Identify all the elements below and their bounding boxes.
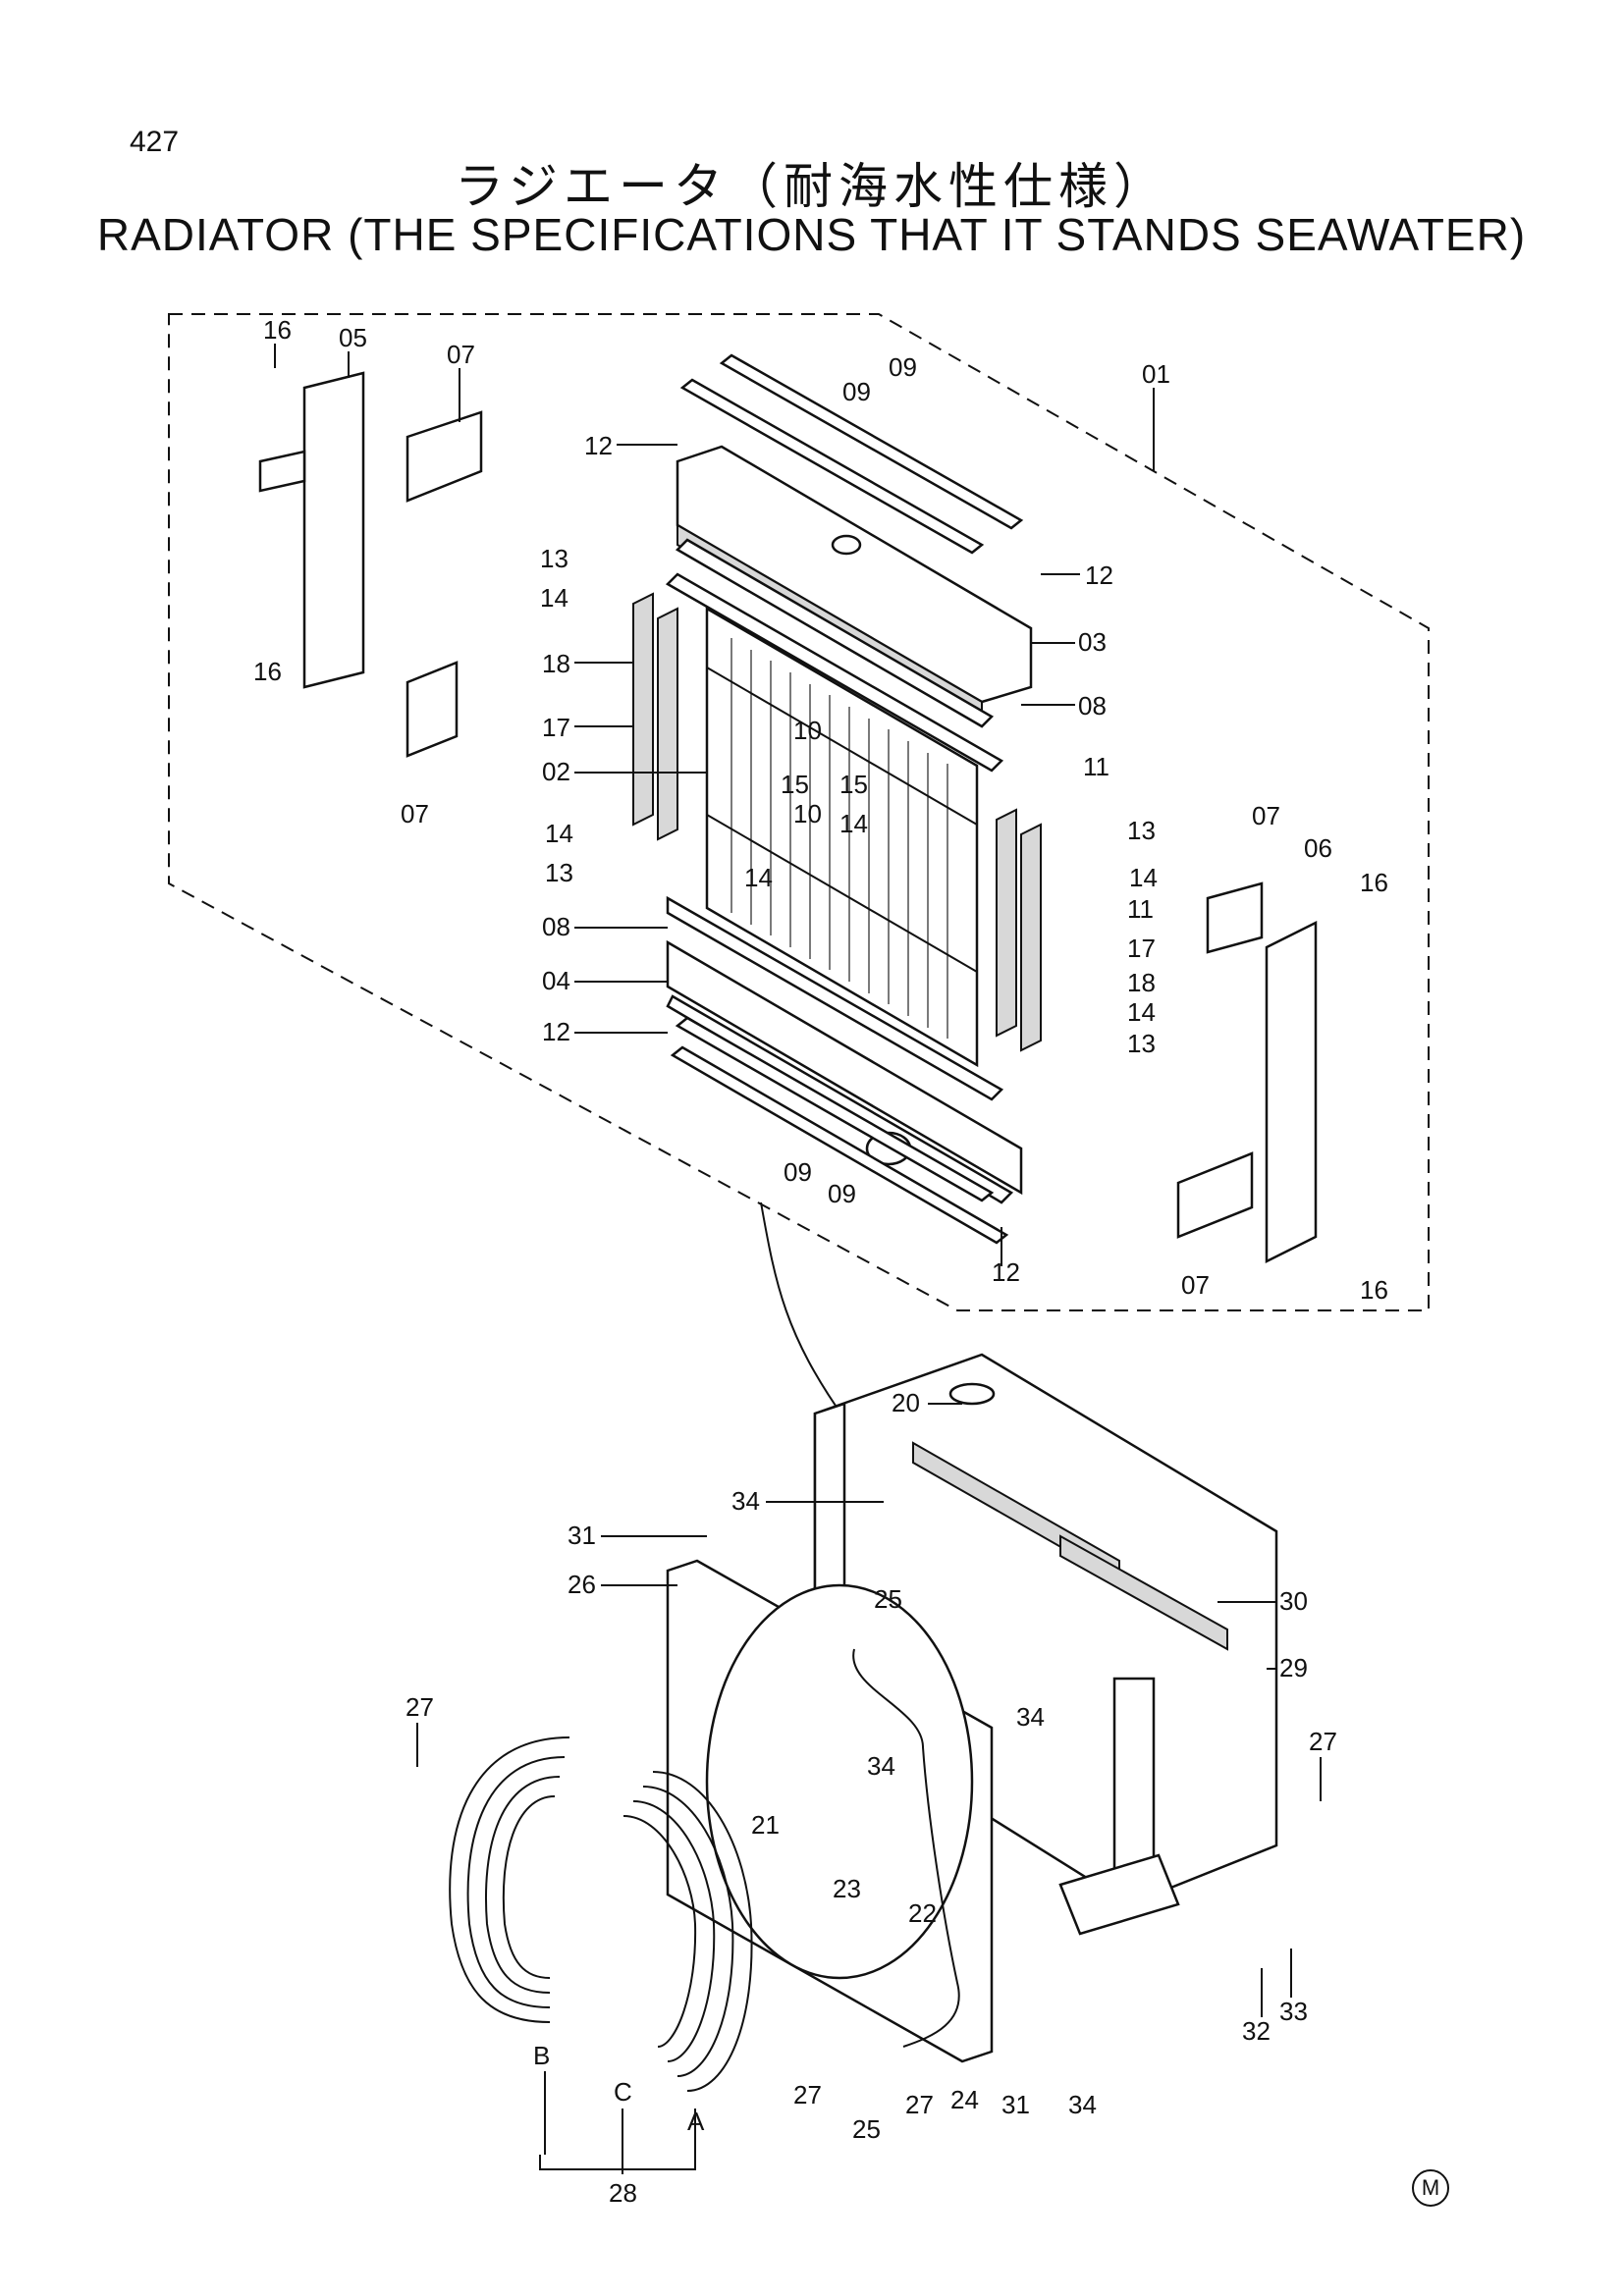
callout-07: 07 — [447, 340, 475, 369]
callout-20: 20 — [892, 1388, 920, 1417]
callout-33: 33 — [1279, 1997, 1308, 2026]
callout-09: 09 — [828, 1179, 856, 1208]
callout-17: 17 — [1127, 934, 1156, 963]
callout-32: 32 — [1242, 2016, 1271, 2046]
callout-27: 27 — [793, 2080, 822, 2109]
callout-12: 12 — [584, 431, 613, 460]
callout-26: 26 — [568, 1570, 596, 1599]
callout-16: 16 — [253, 657, 282, 686]
left-bracket — [258, 371, 483, 758]
callout-09: 09 — [784, 1157, 812, 1187]
callout-05: 05 — [339, 323, 367, 352]
title-english: RADIATOR (THE SPECIFICATIONS THAT IT STA… — [96, 209, 1527, 260]
callout-18: 18 — [1127, 968, 1156, 997]
callout-11: 11 — [1083, 752, 1109, 781]
page-number: 427 — [130, 126, 180, 158]
callout-11: 11 — [1127, 894, 1154, 924]
callout-15: 15 — [781, 770, 809, 799]
core-fin-hatching — [730, 638, 948, 1039]
callout-31: 31 — [568, 1521, 596, 1550]
callout-16: 16 — [1360, 868, 1388, 897]
callout-27: 27 — [905, 2090, 934, 2119]
callout-29: 29 — [1279, 1653, 1308, 1682]
callout-07: 07 — [1252, 801, 1280, 830]
callout-08: 08 — [1078, 691, 1107, 721]
callout-02: 02 — [542, 757, 570, 786]
callout-34: 34 — [867, 1751, 895, 1781]
callout-23: 23 — [833, 1874, 861, 1903]
callout-12: 12 — [992, 1257, 1020, 1287]
callout-12: 12 — [1085, 561, 1113, 590]
right-bracket — [1176, 881, 1318, 1264]
callout-14: 14 — [540, 583, 568, 613]
callout-10: 10 — [793, 799, 822, 828]
fan-shroud — [666, 1559, 994, 2063]
callout-27: 27 — [1309, 1727, 1337, 1756]
callout-13: 13 — [540, 544, 568, 573]
callout-04: 04 — [542, 966, 570, 995]
callout-12: 12 — [542, 1017, 570, 1046]
callout-25: 25 — [874, 1584, 902, 1614]
subassembly-boundary — [168, 313, 1430, 1311]
callout-34: 34 — [1016, 1702, 1045, 1732]
callout-13: 13 — [1127, 816, 1156, 845]
fan-guard-b — [449, 1736, 570, 2023]
callout-14: 14 — [839, 809, 868, 838]
fan-guard-a — [622, 1771, 753, 2092]
callout-17: 17 — [542, 713, 570, 742]
callout-06: 06 — [1304, 833, 1332, 863]
callout-07: 07 — [401, 799, 429, 828]
callout-14: 14 — [1129, 863, 1158, 892]
callout-13: 13 — [545, 858, 573, 887]
callout-30: 30 — [1279, 1586, 1308, 1616]
callout-C: C — [614, 2077, 632, 2107]
callout-09: 09 — [842, 377, 871, 406]
callout-07: 07 — [1181, 1270, 1210, 1300]
callout-24: 24 — [950, 2085, 979, 2114]
callout-14: 14 — [1127, 997, 1156, 1027]
callout-22: 22 — [908, 1898, 937, 1928]
callout-13: 13 — [1127, 1029, 1156, 1058]
callout-34: 34 — [731, 1486, 760, 1516]
radiator-core-group — [632, 353, 1042, 1245]
callout-34: 34 — [1068, 2090, 1097, 2119]
callout-28: 28 — [609, 2178, 637, 2208]
callout-21: 21 — [751, 1810, 780, 1840]
callout-14: 14 — [545, 819, 573, 848]
callout-B: B — [533, 2041, 550, 2070]
callout-27: 27 — [406, 1692, 434, 1722]
corner-mark: M — [1412, 2169, 1449, 2207]
callout-31: 31 — [1001, 2090, 1030, 2119]
callout-16: 16 — [263, 315, 292, 345]
callout-01: 01 — [1142, 359, 1170, 389]
leader-lines — [274, 344, 1322, 2160]
callout-15: 15 — [839, 770, 868, 799]
callout-16: 16 — [1360, 1275, 1388, 1305]
callout-10: 10 — [793, 716, 822, 745]
callout-18: 18 — [542, 649, 570, 678]
callout-14: 14 — [744, 863, 773, 892]
callout-03: 03 — [1078, 627, 1107, 657]
callout-09: 09 — [889, 352, 917, 382]
callout-25: 25 — [852, 2114, 881, 2144]
title-japanese: ラジエータ（耐海水性仕様） — [455, 158, 1168, 215]
callout-labels: 16 05 07 09 09 01 12 13 14 12 03 16 18 0… — [253, 315, 1388, 2208]
callout-08: 08 — [542, 912, 570, 941]
